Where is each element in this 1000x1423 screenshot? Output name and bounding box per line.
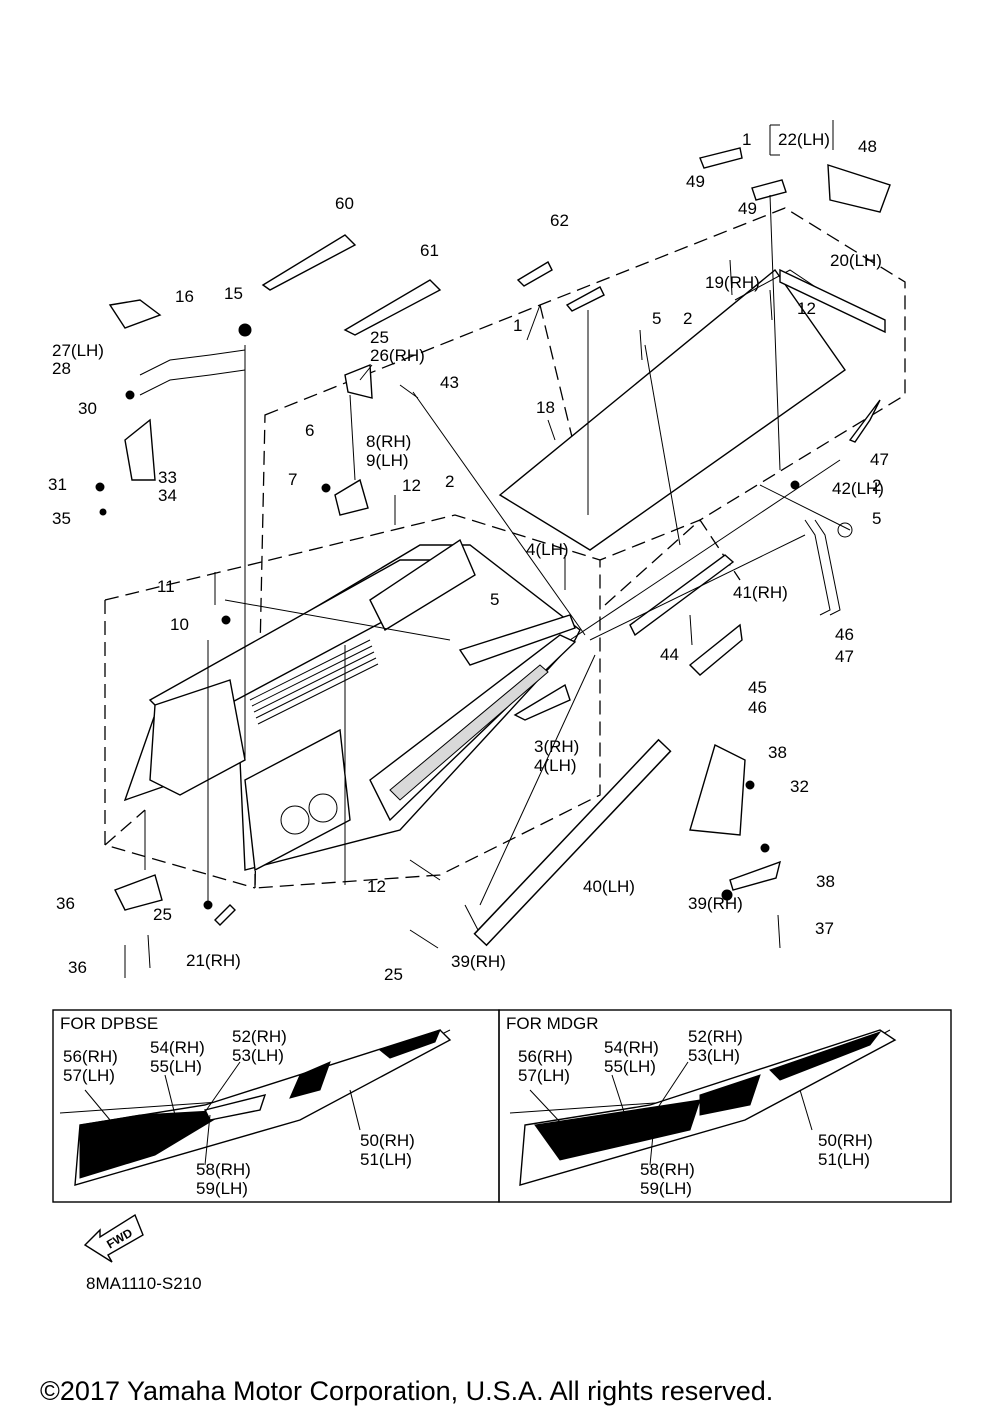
callout-1: 1 xyxy=(513,316,522,335)
callout-7: 7 xyxy=(288,470,297,489)
decal-label: 50(RH) xyxy=(360,1131,415,1150)
copyright-text: ©2017 Yamaha Motor Corporation, U.S.A. A… xyxy=(40,1376,773,1406)
callout-16: 21(RH) xyxy=(186,951,241,970)
callout-37: 42(LH) xyxy=(832,479,884,498)
callout-8: 8(RH) xyxy=(366,432,411,451)
fasteners xyxy=(95,120,853,978)
box-title-dpbse: FOR DPBSE xyxy=(60,1014,158,1033)
callout-40: 46 xyxy=(748,698,767,717)
callout-25: 32 xyxy=(790,777,809,796)
callout-5: 5 xyxy=(490,590,499,609)
callout-19: 25 xyxy=(370,328,389,347)
callout-41: 46 xyxy=(835,625,854,644)
callout-2: 2 xyxy=(683,309,692,328)
callout-26: 33 xyxy=(158,468,177,487)
decal-label: 54(RH) xyxy=(604,1038,659,1057)
leader-lines xyxy=(144,124,851,906)
callout-33: 39(RH) xyxy=(688,894,743,913)
callout-3: 3(RH) xyxy=(534,737,579,756)
callout-9: 9(LH) xyxy=(366,451,409,470)
callout-46: 49 xyxy=(738,199,757,218)
callout-6: 6 xyxy=(305,421,314,440)
callout-39: 45 xyxy=(748,678,767,697)
callout-13: 18 xyxy=(536,398,555,417)
callout-49: 62 xyxy=(550,211,569,230)
callout-15: 20(LH) xyxy=(830,251,882,270)
decal-label: 52(RH) xyxy=(232,1027,287,1046)
callout-30: 37 xyxy=(815,919,834,938)
callout-25: 31 xyxy=(48,475,67,494)
decal-box-dpbse: FOR DPBSE 56(RH) 57(LH) 54(RH) 55(LH) 52… xyxy=(52,1009,500,1203)
decal-label: 57(LH) xyxy=(63,1066,115,1085)
box-title-mdgr: FOR MDGR xyxy=(506,1014,599,1033)
callout-38: 44 xyxy=(660,645,679,664)
callout-38: 43 xyxy=(440,373,459,392)
decal-label: 50(RH) xyxy=(818,1131,873,1150)
decal-label: 53(LH) xyxy=(232,1046,284,1065)
callout-24: 16 xyxy=(175,287,194,306)
callout-44: 48 xyxy=(858,137,877,156)
callout-10: 10 xyxy=(170,615,189,634)
callout-31: 38 xyxy=(816,872,835,891)
tunnel-frame xyxy=(123,538,581,872)
callout-12: 12 xyxy=(797,299,816,318)
callout-labels: 1 22(LH) 48 49 49 60 61 62 16 15 20(LH) … xyxy=(48,130,889,984)
callout-11: 11 xyxy=(157,577,175,596)
callout-30: 36 xyxy=(68,958,87,977)
decal-label: 58(RH) xyxy=(196,1160,251,1179)
decal-box-mdgr: FOR MDGR 56(RH) 57(LH) 54(RH) 55(LH) 52(… xyxy=(498,1009,952,1203)
callout-5: 5 xyxy=(872,509,881,528)
callout-48: 61 xyxy=(420,241,439,260)
callout-32: 38 xyxy=(768,743,787,762)
callout-22: 28 xyxy=(52,359,71,378)
callout-36: 41(RH) xyxy=(733,583,788,602)
callout-1: 1 xyxy=(742,130,751,149)
decal-label: 54(RH) xyxy=(150,1038,205,1057)
tunnel-vents xyxy=(249,639,379,725)
callout-12: 12 xyxy=(367,877,386,896)
callout-17: 25 xyxy=(384,965,403,984)
callout-18: 25 xyxy=(153,905,172,924)
decal-label: 57(LH) xyxy=(518,1066,570,1085)
decal-label: 59(LH) xyxy=(640,1179,692,1198)
callout-47: 60 xyxy=(335,194,354,213)
decal-label: 56(RH) xyxy=(63,1047,118,1066)
callout-27: 34 xyxy=(158,486,177,505)
decal-label: 59(LH) xyxy=(196,1179,248,1198)
decal-label: 51(LH) xyxy=(360,1150,412,1169)
decal-label: 58(RH) xyxy=(640,1160,695,1179)
decal-label: 51(LH) xyxy=(818,1150,870,1169)
callout-25: 30 xyxy=(78,399,97,418)
callout-2: 2 xyxy=(872,476,881,495)
diagram-code: 8MA1110-S210 xyxy=(86,1274,202,1293)
callout-23: 15 xyxy=(224,284,243,303)
decal-label: 56(RH) xyxy=(518,1047,573,1066)
decal-label: 55(LH) xyxy=(150,1057,202,1076)
callout-45: 49 xyxy=(686,172,705,191)
callout-21: 27(LH) xyxy=(52,341,104,360)
callout-5: 4(LH) xyxy=(526,540,569,559)
callout-42: 47 xyxy=(835,647,854,666)
callout-34: 39(RH) xyxy=(451,952,506,971)
callout-20: 26(RH) xyxy=(370,346,425,365)
callout-5: 5 xyxy=(652,309,661,328)
callout-29: 36 xyxy=(56,894,75,913)
decal-label: 52(RH) xyxy=(688,1027,743,1046)
callout-35: 40(LH) xyxy=(583,877,635,896)
decal-label: 53(LH) xyxy=(688,1046,740,1065)
callout-28: 35 xyxy=(52,509,71,528)
callout-12: 22(LH) xyxy=(778,130,830,149)
callout-43: 47 xyxy=(870,450,889,469)
callout-12: 12 xyxy=(402,476,421,495)
callout-14: 19(RH) xyxy=(705,273,760,292)
fwd-arrow-icon: FWD xyxy=(83,1213,144,1263)
callout-2: 2 xyxy=(445,472,454,491)
decal-label: 55(LH) xyxy=(604,1057,656,1076)
pole-35 xyxy=(473,738,672,947)
callout-4: 4(LH) xyxy=(534,756,577,775)
